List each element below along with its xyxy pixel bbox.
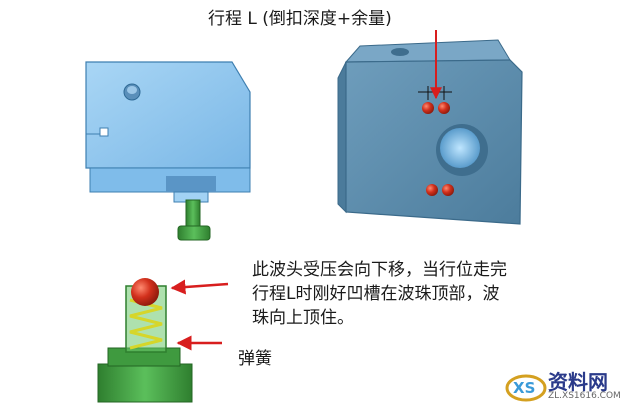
description-line: 行程L时刚好凹槽在波珠顶部，波 (252, 284, 500, 304)
svg-text:XS: XS (513, 379, 535, 397)
ball-callout-arrow-icon (170, 279, 229, 295)
ball-plunger-part (97, 278, 193, 403)
description-text: 此波头受压会向下移，当行位走完 行程L时刚好凹槽在波珠顶部，波 珠向上顶住。 (252, 258, 507, 330)
spring-label: 弹簧 (238, 349, 272, 369)
left-slider-part (85, 61, 251, 203)
description-line: 珠向上顶住。 (252, 308, 354, 328)
lower-ball-pair (426, 184, 454, 196)
watermark-url: ZL.XS1616.COM (548, 391, 621, 401)
insert-block (337, 39, 523, 225)
description-line: 此波头受压会向下移，当行位走完 (252, 260, 507, 280)
upper-ball-pair (418, 86, 452, 114)
watermark: XS 资料网 ZL.XS1616.COM (504, 366, 634, 408)
watermark-name: 资料网 (548, 370, 608, 394)
title-label: 行程 L (倒扣深度+余量) (208, 9, 392, 29)
left-plunger-stem (177, 199, 211, 241)
xs-logo-icon: XS (505, 374, 547, 402)
